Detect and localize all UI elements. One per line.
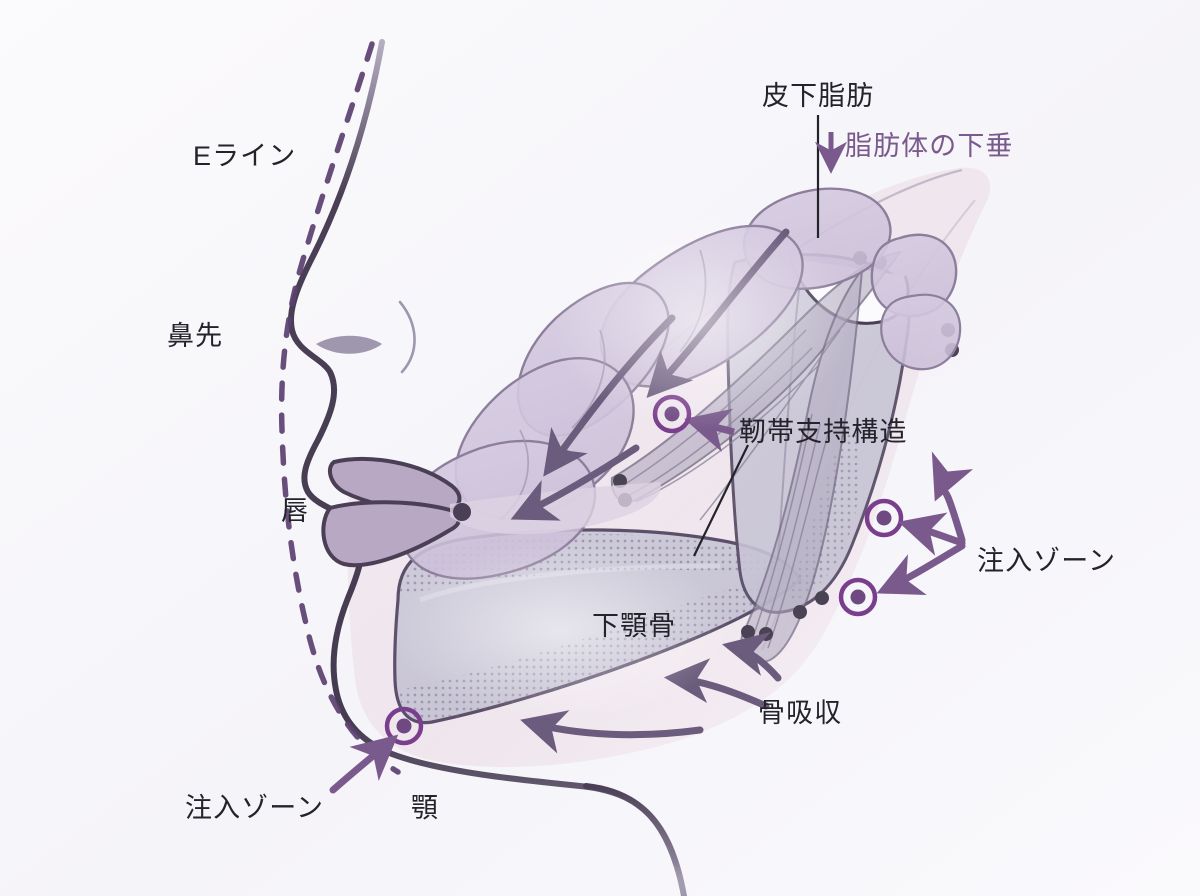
label-ligament-support: 靭帯支持構造 bbox=[739, 417, 908, 447]
label-fat-pad-ptosis: 脂肪体の下垂 bbox=[845, 131, 1014, 161]
label-nose-tip: 鼻先 bbox=[167, 321, 224, 351]
facial-profile-group bbox=[278, 39, 687, 896]
injection-arrow-jaw-mid bbox=[898, 512, 966, 556]
label-bone-resorption: 骨吸収 bbox=[758, 698, 843, 728]
label-lips: 唇 bbox=[281, 496, 310, 526]
label-mandible: 下顎骨 bbox=[592, 611, 677, 641]
lower-lip-shape bbox=[321, 500, 461, 568]
label-injection-zone-chin: 注入ゾーン bbox=[185, 793, 325, 823]
label-e-line: Eライン bbox=[193, 141, 297, 171]
label-chin: 顎 bbox=[411, 793, 440, 823]
nostril-shape bbox=[316, 335, 382, 354]
injection-marker-jawline-lower bbox=[838, 577, 878, 617]
ligament-leader-line bbox=[693, 444, 749, 557]
injection-arrow-chin bbox=[329, 734, 399, 794]
highlight-glow-cheek bbox=[550, 210, 850, 430]
resorption-arrow-1 bbox=[722, 632, 782, 682]
injection-marker-chin bbox=[384, 706, 424, 746]
nasal-ala-curve bbox=[398, 300, 416, 374]
e-line-dashed bbox=[278, 41, 401, 775]
resorption-arrow-3 bbox=[520, 710, 704, 754]
oral-commissure-point bbox=[453, 503, 471, 521]
descent-arrow-lower bbox=[510, 444, 640, 521]
neck-contour bbox=[583, 783, 687, 896]
label-injection-zone-jaw: 注入ゾーン bbox=[977, 546, 1117, 576]
fat-pad-buccal-lower bbox=[880, 293, 962, 371]
injection-zone-arrows-jaw bbox=[876, 451, 974, 595]
label-subcutaneous-fat: 皮下脂肪 bbox=[762, 81, 875, 111]
highlight-glow-jaw bbox=[390, 540, 730, 720]
injection-zone-arrows-chin bbox=[329, 734, 399, 794]
injection-arrow-jaw-up bbox=[931, 451, 974, 544]
injection-arrow-jaw-down bbox=[876, 542, 966, 595]
